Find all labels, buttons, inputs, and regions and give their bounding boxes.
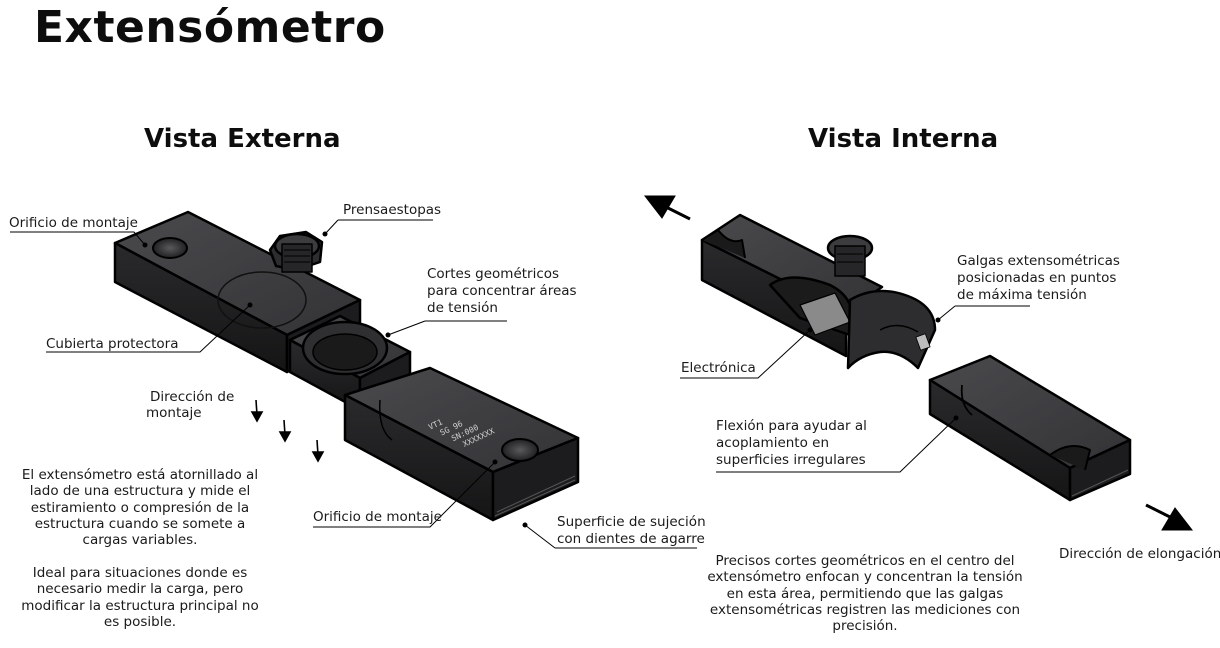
grip-teeth <box>494 475 576 517</box>
label-mount-hole-bottom: Orificio de montaje <box>313 509 442 525</box>
cut-ring <box>846 289 937 370</box>
protective-cover <box>217 271 307 329</box>
label-geometric-cuts-2: para concentrar áreas <box>427 283 577 299</box>
description-line: extensométricas registren las mediciones… <box>709 601 1021 618</box>
external-strain-gauge <box>113 210 580 522</box>
note-line: modificar la estructura principal no <box>21 597 259 614</box>
note-line: Ideal para situaciones donde es <box>32 565 248 581</box>
mount-hole-top <box>152 237 188 259</box>
description-line: cargas variables. <box>82 532 198 549</box>
label-geometric-cuts-1: Cortes geométricos <box>427 266 560 282</box>
label-flex-2: acoplamiento en <box>716 435 830 451</box>
description-line: estructura cuando se somete a <box>34 515 246 532</box>
external-view-title: Vista Externa <box>144 124 341 154</box>
description-line: estiramiento o compresión de la <box>30 499 250 516</box>
internal-view-title: Vista Interna <box>808 124 999 154</box>
label-flex-1: Flexión para ayudar al <box>716 418 867 434</box>
label-mount-hole-top: Orificio de montaje <box>9 215 138 231</box>
page-title: Extensómetro <box>34 2 386 53</box>
label-electronics: Electrónica <box>681 360 756 376</box>
description-line: precisión. <box>832 618 898 635</box>
external-leader-lines <box>10 219 697 549</box>
label-elongation-direction: Dirección de elongación <box>1059 546 1220 562</box>
internal-description: Precisos cortes geométricos en el centro… <box>705 553 1025 634</box>
note-line: necesario medir la carga, pero <box>36 581 244 598</box>
label-mount-direction-1: Dirección de <box>150 389 235 405</box>
mount-hole-bottom <box>501 438 539 462</box>
cable-gland <box>268 230 324 273</box>
label-strain-gauges-2: posicionadas en puntos <box>957 270 1117 286</box>
mount-direction-arrows <box>250 399 325 463</box>
label-cable-gland: Prensaestopas <box>343 202 442 218</box>
external-description: El extensómetro está atornillado al lado… <box>14 467 266 548</box>
flex-notch <box>960 384 973 416</box>
label-grip-surface-2: con dientes de agarre <box>557 531 705 547</box>
elongation-arrows <box>643 195 1194 531</box>
description-line: extensómetro enfocan y concentran la ten… <box>707 569 1023 586</box>
description-line: lado de una estructura y mide el <box>29 483 251 500</box>
label-flex-3: superficies irregulares <box>716 452 866 468</box>
description-line: Precisos cortes geométricos en el centro… <box>715 553 1015 569</box>
engraving: VT1 SG 96 SN:000 XXXXXXX <box>427 417 496 448</box>
label-geometric-cuts-3: de tensión <box>427 300 498 316</box>
external-note: Ideal para situaciones donde es necesari… <box>14 565 266 630</box>
description-line: El extensómetro está atornillado al <box>21 467 259 483</box>
note-line: es posible. <box>103 613 177 630</box>
internal-leader-lines <box>680 305 1030 473</box>
internal-strain-gauge <box>700 213 1132 502</box>
label-mount-direction-2: montaje <box>146 405 202 421</box>
description-line: en esta área, permitiendo que las galgas <box>726 585 1004 602</box>
strain-gauge-pads <box>915 333 931 351</box>
label-protective-cover: Cubierta protectora <box>46 336 179 352</box>
label-strain-gauges-3: de máxima tensión <box>957 287 1087 303</box>
label-grip-surface-1: Superficie de sujeción <box>557 514 706 530</box>
internal-cable-gland <box>826 234 874 277</box>
label-strain-gauges-1: Galgas extensométricas <box>957 253 1120 269</box>
